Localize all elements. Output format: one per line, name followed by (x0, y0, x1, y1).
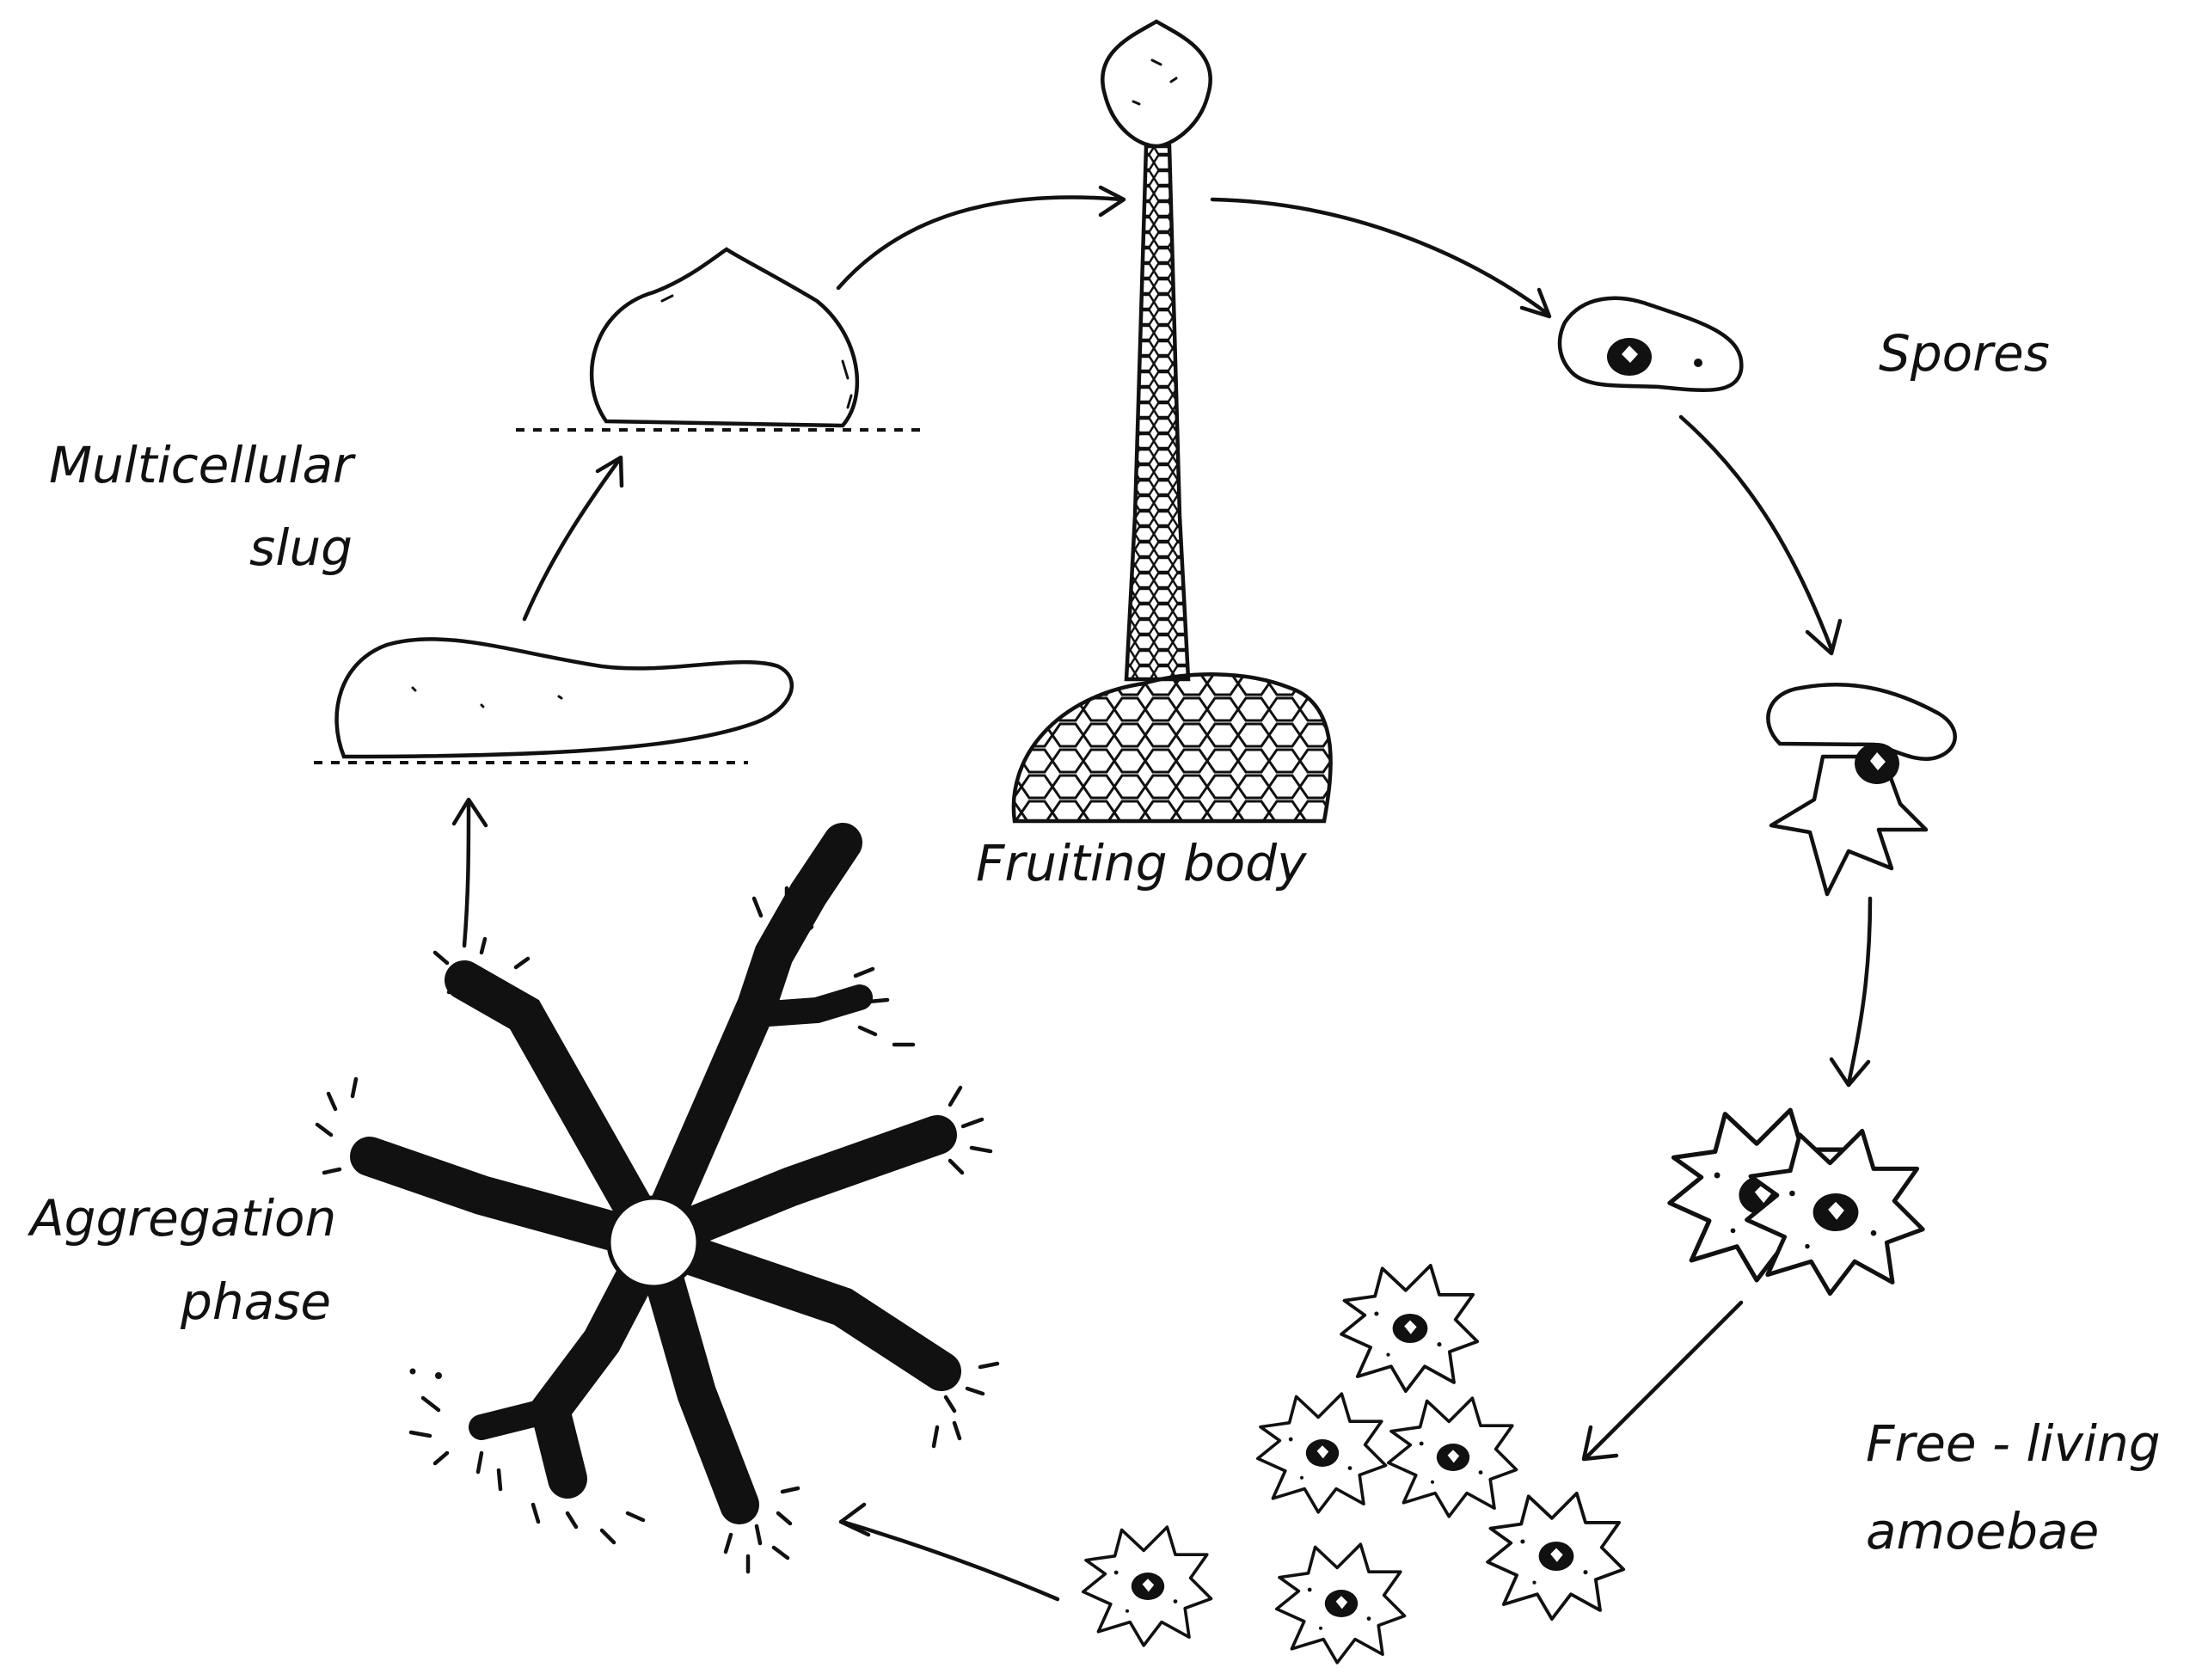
dividing-amoebae-drawing (1670, 1110, 1923, 1294)
aggregation-drawing (317, 843, 997, 1572)
aggregation-phase-label-line-2: phase (181, 1277, 331, 1327)
free-living-amoebae-drawing (1083, 1266, 1623, 1663)
fruiting-body-label: Fruiting body (976, 838, 1306, 888)
free-living-amoebae-label-line-2: amoebae (1866, 1506, 2099, 1556)
slug-drawing (314, 639, 792, 763)
multicellular-slug-label-line-2: slug (249, 523, 353, 573)
multicellular-slug-label-line-1: Multicellular (49, 440, 353, 490)
spore-drawing (1560, 298, 1741, 390)
spores-label: Spores (1879, 328, 2050, 378)
free-living-amoebae-label-line-1: Free - living (1866, 1419, 2161, 1468)
germinating-amoeba-drawing (1768, 684, 1954, 894)
fruiting-body-drawing (1014, 21, 1331, 821)
aggregation-phase-label-line-1: Aggregation (30, 1193, 336, 1243)
culmination-drawing (516, 249, 920, 430)
